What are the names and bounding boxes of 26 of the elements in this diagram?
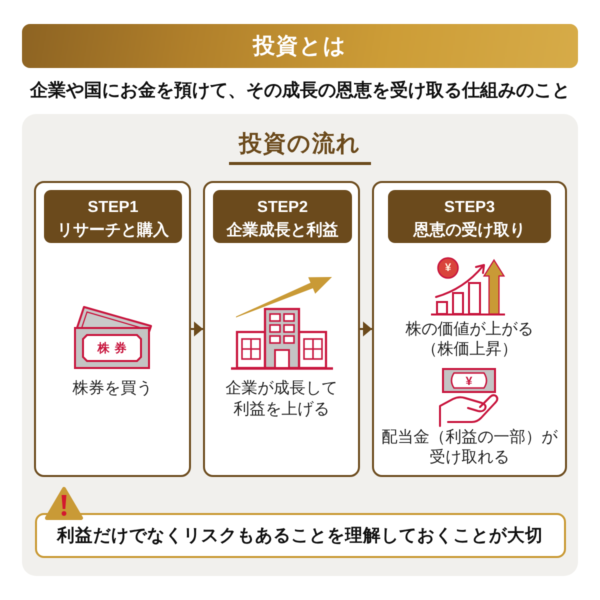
step-header [388,190,551,243]
step-description: 配当金（利益の一部）が受け取れる [380,428,559,468]
title-banner: 投資とは [22,24,578,68]
step-number: STEP3 [444,198,495,218]
step-header [44,190,182,243]
arrow [360,322,372,336]
panel [22,114,578,576]
warning-text: 利益だけでなくリスクもあることを理解しておくことが大切 [57,524,543,546]
step-description: 企業が成長して利益を上げる [224,378,338,420]
step-header [213,190,352,243]
arrow [191,322,203,336]
section-heading: 投資の流れ [229,129,371,165]
certificate-label: 株券 [96,341,132,355]
step-title: リサーチと購入 [57,220,169,241]
warning-box [35,513,566,558]
step-card [372,181,567,477]
step-number: STEP1 [88,198,138,218]
currency-symbol: ¥ [444,261,452,275]
step-description: 株券を買う [72,378,152,398]
step-card [34,181,191,477]
step-title: 企業成長と利益 [226,220,338,241]
currency-symbol: ¥ [466,374,472,388]
step-description: 株の価値が上がる（株価上昇） [404,320,534,360]
step-title: 恩恵の受け取り [414,220,526,241]
subtitle: 企業や国にお金を預けて、その成長の恩恵を受け取る仕組みのこと [30,79,570,102]
step-number: STEP2 [257,198,308,218]
